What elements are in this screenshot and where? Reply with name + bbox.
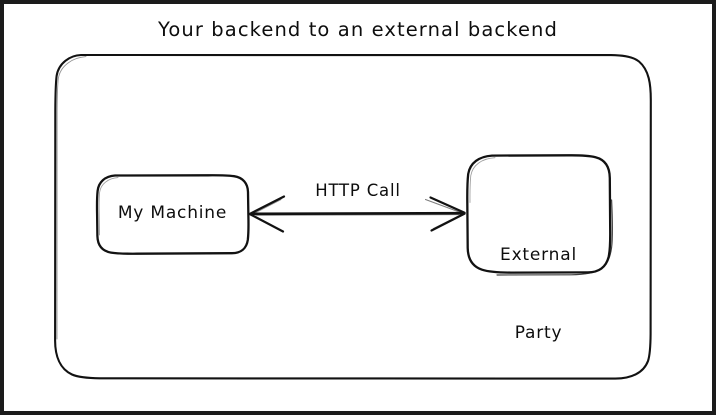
node-external-party-label: External Party xyxy=(467,190,610,398)
node-my-machine-label: My Machine xyxy=(117,203,228,223)
edge-http-call[interactable] xyxy=(249,195,466,233)
node-external-party[interactable] xyxy=(466,154,613,276)
node-my-machine[interactable] xyxy=(95,174,250,255)
edge-http-call-label: HTTP Call xyxy=(315,181,401,200)
diagram-title: Your backend to an external backend xyxy=(157,18,558,41)
node-external-party-label-line2: Party xyxy=(514,323,563,343)
node-external-party-label-line1: External xyxy=(500,245,577,265)
outer-boundary xyxy=(54,53,652,380)
